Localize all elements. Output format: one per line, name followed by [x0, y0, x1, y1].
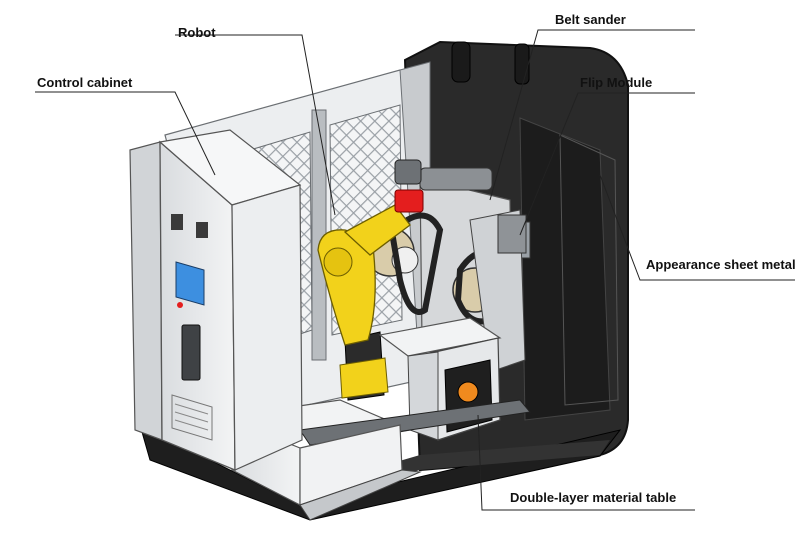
label-robot: Robot [178, 25, 216, 40]
label-material-table: Double-layer material table [510, 490, 677, 505]
control-cabinet [129, 129, 303, 471]
leader-material-table [477, 414, 695, 511]
label-belt-sander: Belt sander [555, 12, 626, 27]
label-control-cabinet: Control cabinet [37, 75, 133, 90]
leader-flip-module [519, 92, 695, 236]
leader-control-cabinet [35, 91, 216, 176]
leader-robot [175, 34, 336, 216]
leader-belt-sander [489, 29, 695, 201]
robot-arm [317, 189, 424, 401]
callout-lines [35, 29, 795, 511]
front-panel [229, 419, 422, 521]
flip-module [469, 209, 527, 373]
label-appearance-sheet-metal: Appearance sheet metal [646, 257, 796, 272]
leader-appearance-sheet-metal [599, 174, 795, 281]
label-flip-module: Flip Module [580, 75, 653, 90]
